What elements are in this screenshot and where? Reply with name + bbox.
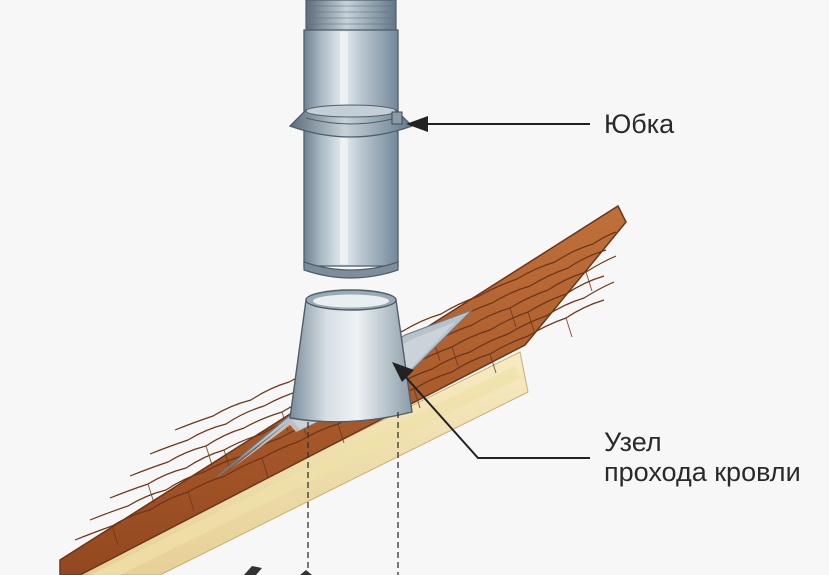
passage-dashed-lines: [307, 412, 399, 575]
label-roof-node-line1: Узел: [604, 427, 662, 457]
label-skirt: Юбка: [604, 109, 674, 139]
roof-penetration-cone: [289, 289, 413, 423]
label-roof-node: Узел прохода кровли: [604, 427, 801, 487]
leader-roof-node: [392, 362, 590, 459]
leader-skirt: [406, 116, 590, 132]
label-roof-node-line2: прохода кровли: [604, 457, 801, 487]
chimney-pipe: [303, 0, 399, 279]
cropped-marks: [244, 566, 312, 575]
skirt: [288, 104, 414, 138]
label-skirt-text: Юбка: [604, 109, 675, 139]
